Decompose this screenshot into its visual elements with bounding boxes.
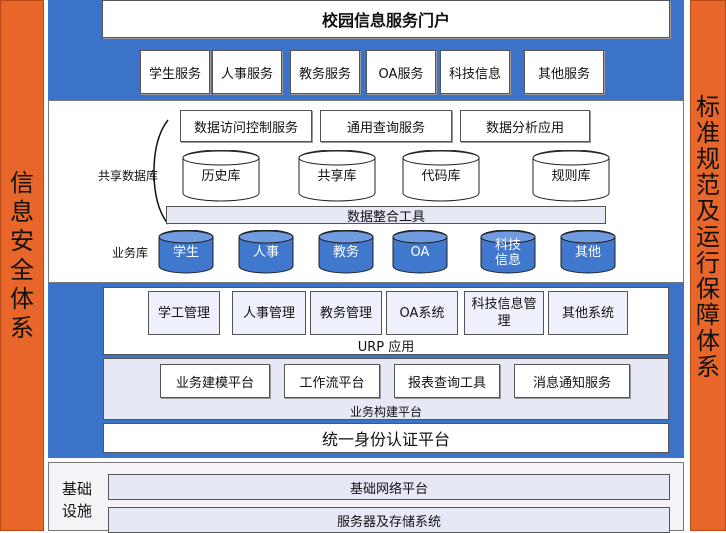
security-char: 安 bbox=[10, 227, 34, 255]
cylinder-shape bbox=[158, 230, 214, 274]
shared-db-cylinder: 代码库 bbox=[402, 150, 480, 202]
business-platform-label: 业务构建平台 bbox=[349, 405, 422, 419]
data-service: 数据分析应用 bbox=[460, 110, 590, 142]
security-char: 全 bbox=[10, 256, 34, 284]
cylinder-shape bbox=[532, 150, 610, 202]
shared-db-cylinder: 规则库 bbox=[532, 150, 610, 202]
standards-char: 准 bbox=[696, 119, 720, 147]
security-char: 体 bbox=[10, 285, 34, 313]
portal-service-button: OA服务 bbox=[366, 50, 436, 94]
cylinder-label: 教务 bbox=[332, 245, 359, 260]
shared-db-cylinder: 共享库 bbox=[298, 150, 376, 202]
cylinder-shape bbox=[480, 230, 536, 274]
cylinder-label: 学生 bbox=[172, 245, 199, 260]
cylinder-label: 其他 bbox=[574, 245, 601, 260]
cylinder-label: 共享库 bbox=[317, 169, 357, 184]
standards-char: 及 bbox=[696, 197, 720, 225]
cylinder-shape bbox=[298, 150, 376, 202]
cylinder-label: 规则库 bbox=[551, 169, 591, 184]
cylinder-label: 人事 bbox=[252, 245, 279, 260]
urp-system-box: 教务管理 bbox=[310, 291, 382, 335]
business-db-cylinder: 科技 信息 bbox=[480, 230, 536, 274]
platform-box: 工作流平台 bbox=[284, 364, 380, 398]
business-db-cylinder: 其他 bbox=[560, 230, 616, 274]
data-service: 数据访问控制服务 bbox=[180, 110, 312, 142]
portal-title: 校园信息服务门户 bbox=[102, 0, 670, 38]
cylinder-label: OA bbox=[410, 245, 430, 260]
urp-label: URP 应用 bbox=[357, 340, 415, 355]
portal-service-button: 学生服务 bbox=[140, 50, 210, 94]
cylinder-shape bbox=[238, 230, 294, 274]
cylinder-label: 历史库 bbox=[201, 169, 241, 184]
unified-auth-platform: 统一身份认证平台 bbox=[103, 423, 669, 453]
urp-system-box: 学工管理 bbox=[148, 291, 220, 335]
business-db-label: 业务库 bbox=[112, 246, 149, 260]
data-integration-tool: 数据整合工具 bbox=[166, 206, 606, 225]
platform-box: 业务建模平台 bbox=[160, 364, 270, 398]
cylinder-shape bbox=[392, 230, 448, 274]
security-char: 信 bbox=[10, 169, 34, 197]
business-db-cylinder: 教务 bbox=[318, 230, 374, 274]
infrastructure-row: 服务器及存储系统 bbox=[108, 507, 670, 533]
urp-system-box: 其他系统 bbox=[548, 291, 628, 335]
shared-db-cylinder: 历史库 bbox=[182, 150, 260, 202]
cylinder-shape bbox=[318, 230, 374, 274]
portal-service-button: 教务服务 bbox=[290, 50, 360, 94]
cylinder-shape bbox=[402, 150, 480, 202]
infrastructure-row: 基础网络平台 bbox=[108, 474, 670, 500]
cylinder-shape bbox=[182, 150, 260, 202]
standards-char: 标 bbox=[696, 93, 720, 121]
standards-char: 保 bbox=[696, 275, 720, 303]
standards-sidebar: 标准规范及运行保障体系 bbox=[690, 0, 726, 531]
data-service: 通用查询服务 bbox=[320, 110, 452, 142]
portal-service-button: 其他服务 bbox=[524, 50, 604, 94]
business-db-cylinder: 学生 bbox=[158, 230, 214, 274]
cylinder-label: 科技 信息 bbox=[494, 238, 521, 268]
standards-char: 规 bbox=[696, 145, 720, 173]
cylinder-shape bbox=[560, 230, 616, 274]
infrastructure-label: 基础 设施 bbox=[61, 480, 92, 520]
business-db-cylinder: 人事 bbox=[238, 230, 294, 274]
platform-box: 消息通知服务 bbox=[514, 364, 630, 398]
business-db-cylinder: OA bbox=[392, 230, 448, 274]
portal-service-button: 科技信息 bbox=[440, 50, 510, 94]
urp-system-box: 科技信息管 理 bbox=[464, 291, 544, 335]
standards-char: 范 bbox=[696, 171, 720, 199]
portal-service-button: 人事服务 bbox=[212, 50, 282, 94]
standards-char: 行 bbox=[696, 249, 720, 277]
standards-char: 体 bbox=[696, 327, 720, 355]
security-char: 系 bbox=[10, 314, 34, 342]
platform-box: 报表查询工具 bbox=[394, 364, 500, 398]
shared-db-label: 共享数据库 bbox=[98, 169, 159, 183]
info-security-sidebar: 信息安全体系 bbox=[0, 0, 44, 531]
standards-char: 系 bbox=[696, 353, 720, 381]
urp-system-box: 人事管理 bbox=[232, 291, 306, 335]
standards-char: 运 bbox=[696, 223, 720, 251]
security-char: 息 bbox=[10, 198, 34, 226]
cylinder-label: 代码库 bbox=[421, 169, 461, 184]
standards-char: 障 bbox=[696, 301, 720, 329]
urp-system-box: OA系统 bbox=[386, 291, 458, 335]
shared-db-brace bbox=[153, 119, 169, 225]
